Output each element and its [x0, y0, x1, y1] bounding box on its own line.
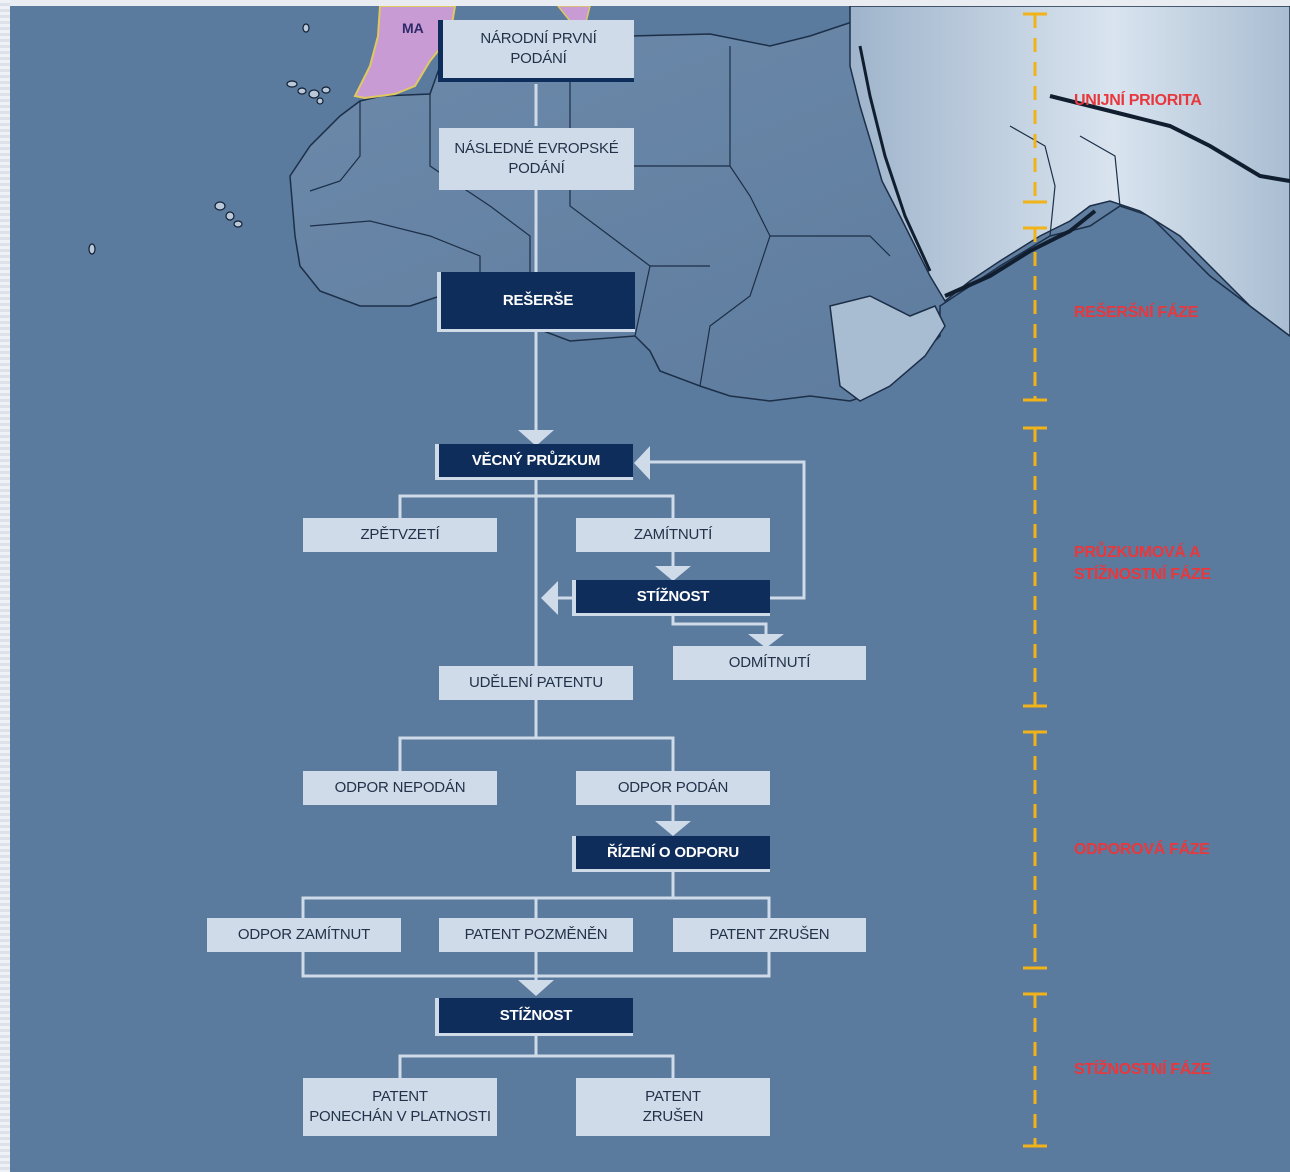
country-borders — [309, 46, 1121, 387]
node-zamitnuti: ZAMÍTNUTÍ — [576, 518, 770, 552]
islands — [88, 23, 331, 255]
diagram-frame: MA NÁRODNÍ PRVNÍ PODÁNÍ NÁSLEDNÉ EVROPSK… — [10, 6, 1290, 1172]
node-patent-pozmenen: PATENT POZMĚNĚN — [439, 918, 633, 952]
connectors — [301, 84, 806, 1078]
node-line: NÁRODNÍ PRVNÍ — [480, 30, 597, 47]
node-line: PATENT — [645, 1088, 701, 1105]
node-patent-zrusen-2: PATENT ZRUŠEN — [576, 1078, 770, 1136]
node-odpor-podan: ODPOR PODÁN — [576, 771, 770, 805]
left-edge-strip — [0, 0, 10, 1172]
node-nasledne-evropske-podani: NÁSLEDNÉ EVROPSKÉ PODÁNÍ — [439, 128, 634, 190]
arabia-landmass — [849, 6, 1290, 337]
phase-pruzkumova: PRŮZKUMOVÁ A STÍŽNOSTNÍ FÁZE — [1074, 542, 1211, 586]
node-reserse: REŠERŠE — [437, 272, 635, 332]
red-sea-coast — [858, 45, 932, 272]
node-line: ZRUŠEN — [642, 1108, 704, 1125]
node-line: PODÁNÍ — [510, 50, 567, 67]
phase-line: STÍŽNOSTNÍ FÁZE — [1074, 566, 1211, 583]
node-stiznost-1: STÍŽNOST — [572, 580, 770, 616]
horn-of-africa — [829, 295, 946, 402]
node-line: PONECHÁN V PLATNOSTI — [309, 1108, 491, 1125]
node-line: NÁSLEDNÉ EVROPSKÉ — [454, 140, 619, 157]
node-odmitnuti: ODMÍTNUTÍ — [673, 646, 866, 680]
node-zpetvzeti: ZPĚTVZETÍ — [303, 518, 497, 552]
node-stiznost-2: STÍŽNOST — [435, 998, 633, 1036]
node-udeleni-patentu: UDĚLENÍ PATENTU — [439, 666, 633, 700]
phase-unijni-priorita: UNIJNÍ PRIORITA — [1074, 92, 1202, 109]
node-line: PODÁNÍ — [508, 160, 565, 177]
node-vecny-pruzkum: VĚCNÝ PRŮZKUM — [435, 444, 633, 480]
arrowheads — [518, 430, 784, 996]
phase-odporova: ODPOROVÁ FÁZE — [1074, 841, 1210, 858]
phase-reserse: REŠERŠNÍ FÁZE — [1074, 304, 1199, 321]
map-label-ma: MA — [402, 20, 424, 36]
phase-stiznostni: STÍŽNOSTNÍ FÁZE — [1074, 1061, 1211, 1078]
node-patent-zrusen-1: PATENT ZRUŠEN — [673, 918, 866, 952]
node-rizeni-o-odporu: ŘÍZENÍ O ODPORU — [572, 836, 770, 872]
node-line: PATENT — [372, 1088, 428, 1105]
node-narodni-prvni-podani: NÁRODNÍ PRVNÍ PODÁNÍ — [438, 20, 634, 82]
node-odpor-zamitnut: ODPOR ZAMÍTNUT — [207, 918, 401, 952]
arabia-coast — [944, 209, 1097, 298]
node-odpor-nepodan: ODPOR NEPODÁN — [303, 771, 497, 805]
gulf-region — [1049, 94, 1290, 183]
phase-line: PRŮZKUMOVÁ A — [1074, 544, 1201, 561]
node-patent-ponechan: PATENT PONECHÁN V PLATNOSTI — [303, 1078, 497, 1136]
timeline — [1023, 12, 1047, 1148]
